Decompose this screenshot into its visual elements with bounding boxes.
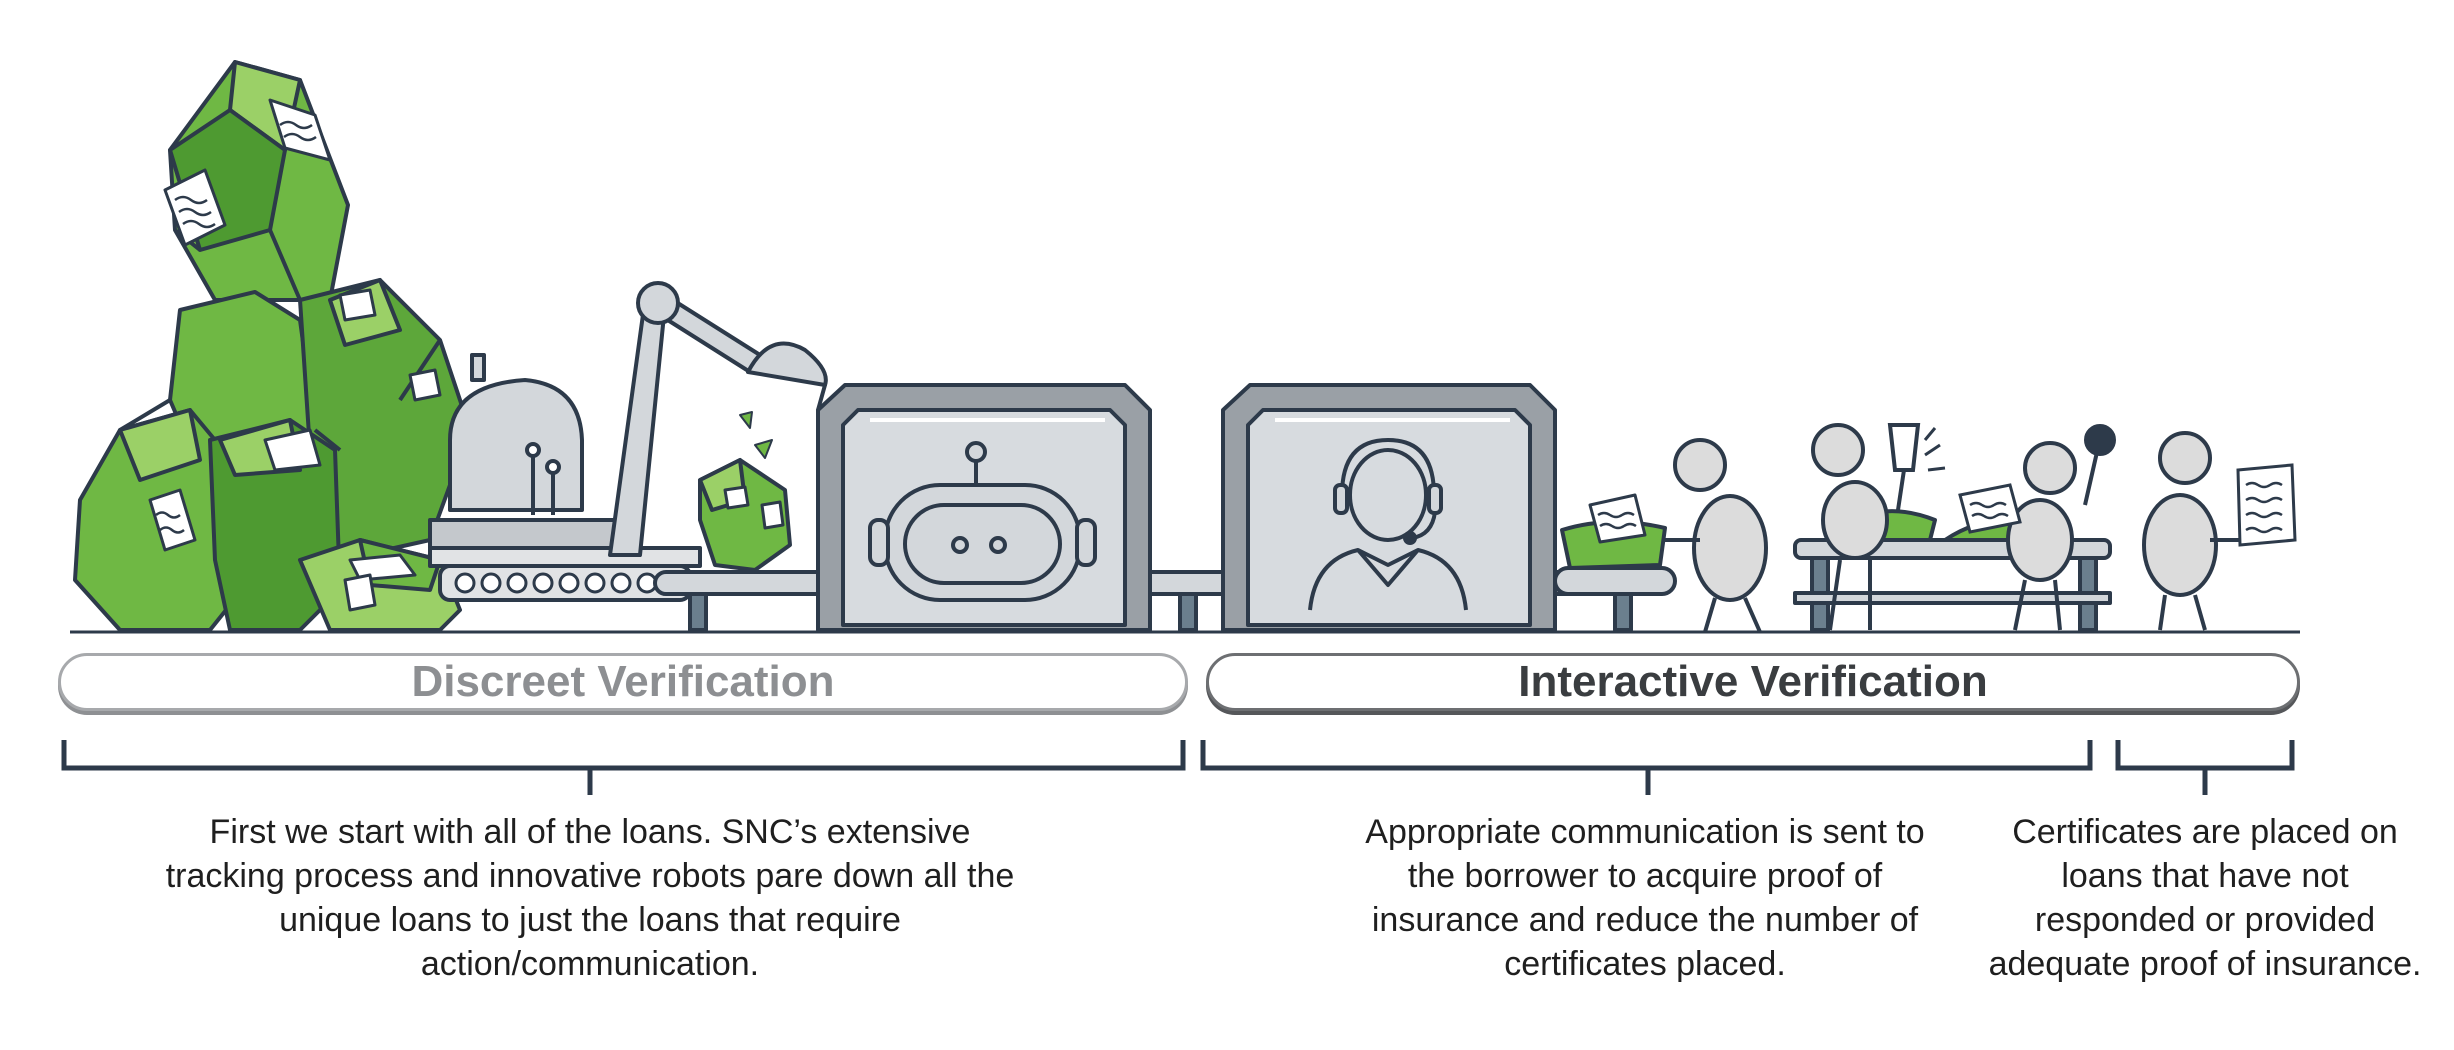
certificate-figure-icon xyxy=(2142,431,2297,631)
bracket-discreet xyxy=(61,740,1186,795)
robot-face-icon xyxy=(868,441,1097,602)
bracket-communication xyxy=(1200,740,2093,795)
mail-basket-icon xyxy=(1560,493,1667,570)
sorting-figure-icon xyxy=(1958,424,2116,631)
agent-machine-icon xyxy=(1221,383,1557,632)
discreet-verification-label: Discreet Verification xyxy=(58,653,1188,711)
certificates-caption: Certificates are placed on loans that ha… xyxy=(1988,813,2422,983)
communication-caption: Appropriate communication is sent to the… xyxy=(1365,813,1925,983)
dome-machine-icon xyxy=(428,353,702,602)
robot-machine-icon xyxy=(816,383,1152,632)
interactive-verification-text: Interactive Verification xyxy=(1518,657,1988,706)
discreet-verification-text: Discreet Verification xyxy=(411,657,835,706)
headset-agent-icon xyxy=(1308,438,1468,611)
robot-arm-icon xyxy=(608,281,828,557)
interactive-verification-label: Interactive Verification xyxy=(1206,653,2300,711)
bracket-certificates xyxy=(2115,740,2295,795)
worker-figure-icon xyxy=(1665,438,1768,633)
discreet-caption: First we start with all of the loans. SN… xyxy=(165,813,1015,983)
falling-loan-icon xyxy=(698,411,792,572)
stamping-figure-icon xyxy=(1811,423,1946,631)
loan-pile-icon xyxy=(73,60,472,632)
